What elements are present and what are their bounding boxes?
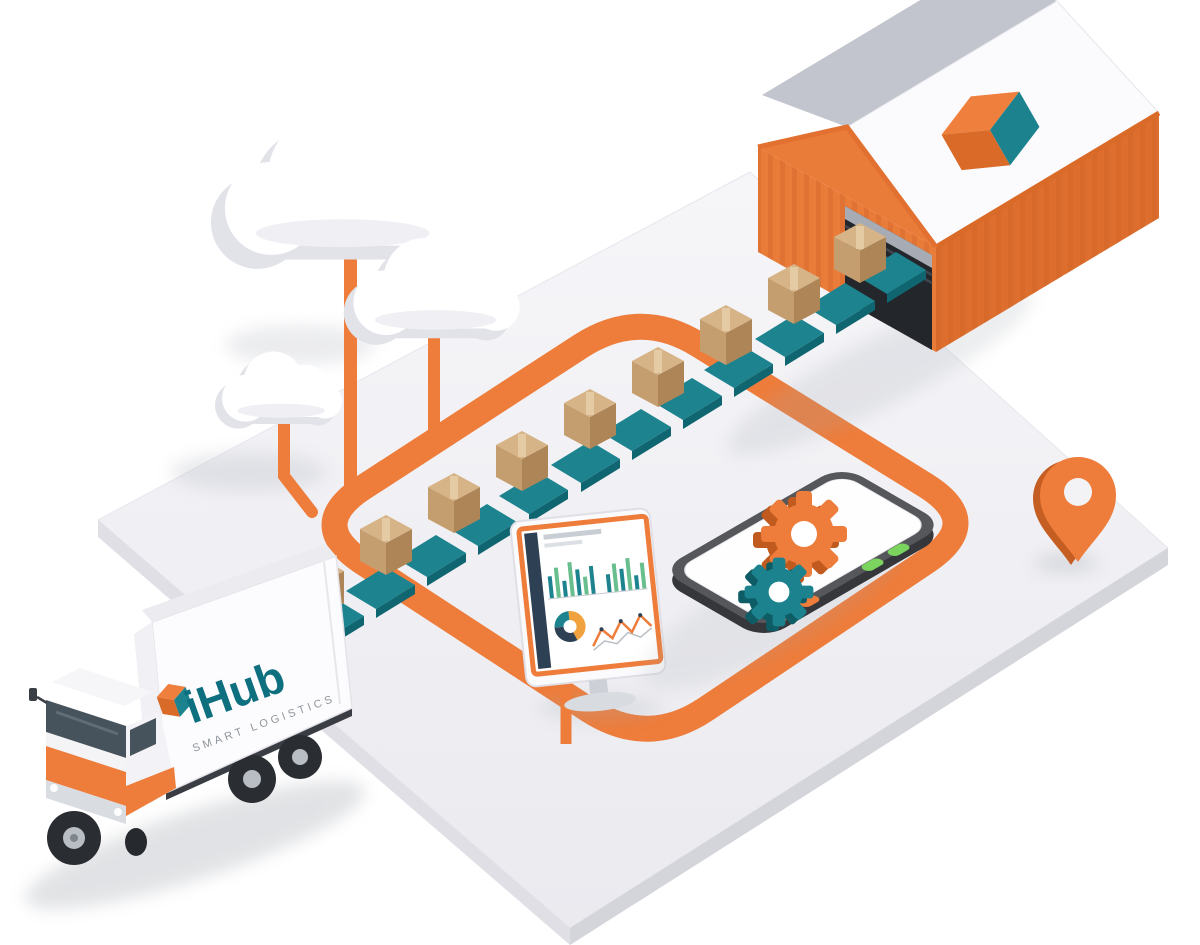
donut-chart: [554, 610, 586, 642]
warehouse-door-shutter: [845, 206, 932, 268]
dashboard-subtitle-bar: [544, 539, 583, 548]
cargo-door-seam: [323, 561, 341, 705]
cloud-shadow: [170, 452, 326, 492]
route-loop-path: [321, 313, 969, 742]
cab-roof: [52, 668, 152, 706]
route-loop: [321, 313, 969, 742]
monitor-base: [564, 692, 636, 712]
phone-button-green: [861, 558, 884, 572]
platform-right-side: [570, 548, 1168, 945]
pin-icon: [1040, 457, 1116, 562]
analytics-monitor: [509, 507, 667, 744]
dashboard-title-bar: [543, 528, 602, 540]
roof-gable-fascia: [757, 124, 939, 249]
truck-shadow: [25, 781, 365, 909]
truck-far-front-wheel: [125, 828, 147, 856]
smartphone: [642, 472, 934, 690]
warehouse-roof-far: [762, 0, 1057, 127]
cab-bumper: [46, 780, 126, 824]
warehouse-side-wall-corrugation: [936, 113, 1159, 352]
truck-cab: [29, 668, 176, 824]
phone-button-green: [887, 543, 910, 557]
truck-cargo-top: [142, 544, 336, 622]
cab-side-window: [130, 718, 156, 756]
cab-side-orange: [126, 767, 176, 816]
wheel-hub-center: [70, 834, 78, 842]
gear-icon-teal: [738, 557, 814, 632]
truck-rear-wheels: [228, 735, 322, 803]
pin-hole: [1064, 478, 1092, 506]
headlight: [50, 784, 58, 792]
windshield-glare: [55, 710, 119, 736]
roof-eave-fascia: [934, 110, 1161, 250]
location-pin: [1033, 457, 1116, 573]
bar-chart: [547, 557, 648, 600]
line-chart: [592, 612, 653, 651]
phone-button-orange: [799, 595, 820, 608]
dashboard-sidebar: [524, 532, 552, 670]
pin-shadow: [1034, 553, 1098, 573]
gear-icon-orange: [753, 491, 847, 583]
cab-front-panel: [46, 732, 126, 772]
cloud-post: [344, 246, 357, 498]
headlight: [114, 808, 122, 816]
mirror-arm: [36, 695, 48, 705]
cloud-post: [278, 414, 290, 478]
cloud-post: [428, 324, 440, 448]
side-mirror: [29, 688, 37, 701]
delivery-truck: iHub SMART LOGISTICS: [25, 544, 365, 909]
cloud-post-link: [278, 470, 318, 518]
cloud-group: [210, 115, 520, 518]
warehouse-gable: [758, 127, 936, 247]
cab-front-orange: [46, 746, 126, 806]
